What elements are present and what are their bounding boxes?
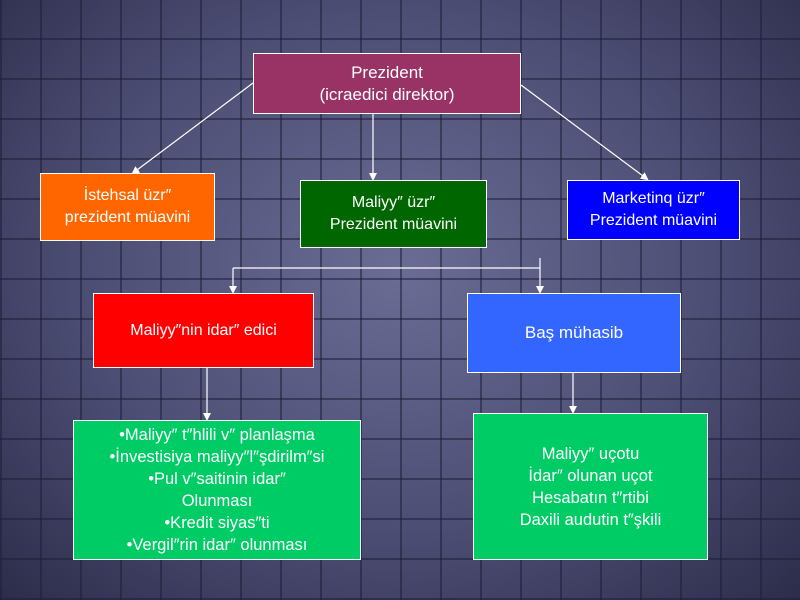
marketing-vp-box: Marketinq üzr″ Prezident müavini [567,180,740,240]
finance-duties-box: •Maliyy″ t″hlili v″ planlaşma •İnvestisi… [73,420,361,560]
connector-finance-branch [233,258,541,269]
arrow-president-to-production-vp [131,82,254,175]
production-vp-box: İstehsal üzr″ prezident müavini [40,173,215,241]
arrow-president-to-marketing-vp [520,84,649,181]
finance-vp-box: Maliyy″ üzr″ Prezident müavini [300,180,487,248]
president-box: Prezident (icraedici direktor) [253,53,521,114]
chief-accountant-box: Baş mühasib [467,293,681,373]
finance-manager-box: Maliyy″nin idar″ edici [93,293,314,368]
accounting-duties-box: Maliyy″ uçotu İdar″ olunan uçot Hesabatı… [473,413,708,560]
